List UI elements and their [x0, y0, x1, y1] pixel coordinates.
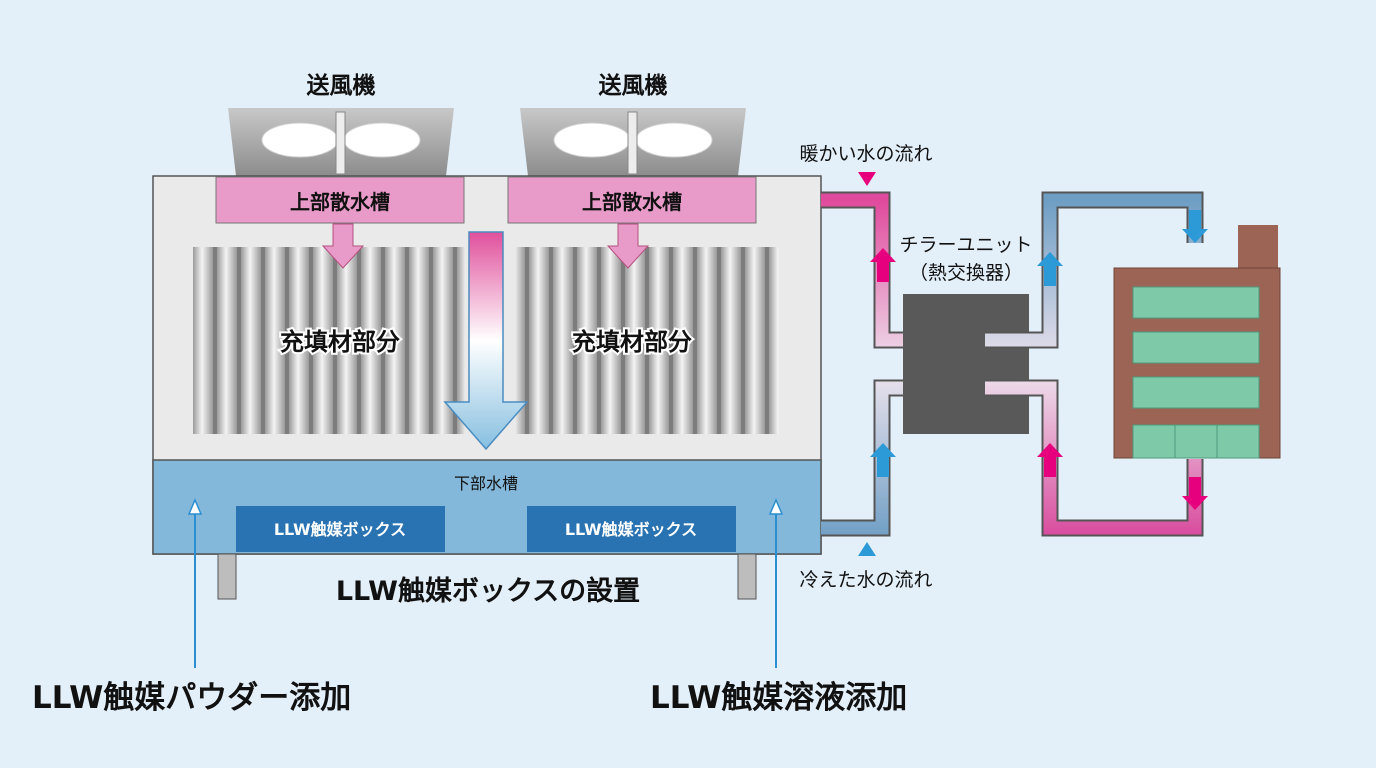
upper-tank-label-left: 上部散水槽: [290, 190, 390, 214]
upper-tank-left: [215, 176, 465, 224]
fan-shaft: [627, 111, 638, 175]
flow-arrow-icon: [1182, 477, 1208, 510]
fan-icon: [635, 122, 713, 158]
upper-tank-right: [507, 176, 757, 224]
tower-leg: [217, 553, 237, 600]
chiller-label-line2: （熱交換器）: [909, 262, 1023, 284]
tower-leg: [737, 553, 757, 600]
solution-dosing-line: [768, 498, 784, 668]
building-icon: [1113, 225, 1281, 459]
fan-right: [520, 108, 746, 176]
flow-arrow-icon: [606, 223, 650, 269]
catalyst-box-left: [236, 506, 445, 552]
fill-media-right: [515, 247, 779, 434]
fan-icon: [261, 122, 339, 158]
fan-icon: [553, 122, 631, 158]
box-install-label: LLW触媒ボックスの設置: [336, 575, 640, 607]
chiller-label-line1: チラーユニット: [899, 234, 1032, 256]
flow-arrow-icon: [443, 231, 529, 451]
flow-arrow-icon: [1037, 443, 1063, 477]
fill-label-left: 充填材部分: [280, 328, 400, 356]
catalyst-box-right: [527, 506, 736, 552]
warm-flow-label: 暖かい水の流れ: [799, 143, 932, 165]
powder-add-label: LLW触媒パウダー添加: [32, 680, 351, 716]
powder-dosing-line: [187, 498, 203, 668]
fill-label-right: 充填材部分: [572, 328, 692, 356]
flow-arrow-icon: [1037, 252, 1063, 286]
flow-arrow-icon: [321, 223, 365, 269]
fan-label-left: 送風機: [307, 72, 376, 99]
flow-arrow-icon: [870, 443, 896, 477]
lower-tank-label: 下部水槽: [454, 474, 518, 493]
cool-flow-label: 冷えた水の流れ: [799, 569, 932, 591]
fan-left: [228, 108, 454, 176]
upper-tank-label-right: 上部散水槽: [582, 190, 682, 214]
fan-label-right: 送風機: [599, 72, 668, 99]
catalyst-box-label-right: LLW触媒ボックス: [565, 520, 697, 539]
catalyst-box-label-left: LLW触媒ボックス: [274, 520, 406, 539]
fan-shaft: [335, 111, 346, 175]
fill-media-left: [193, 247, 465, 434]
flow-arrow-icon: [870, 248, 896, 282]
solution-add-label: LLW触媒溶液添加: [650, 680, 907, 716]
fan-icon: [343, 122, 421, 158]
warm-flow-marker: [858, 172, 876, 186]
flow-arrow-icon: [1182, 210, 1208, 243]
cool-flow-marker: [858, 542, 876, 556]
chiller-unit: [903, 294, 1029, 434]
